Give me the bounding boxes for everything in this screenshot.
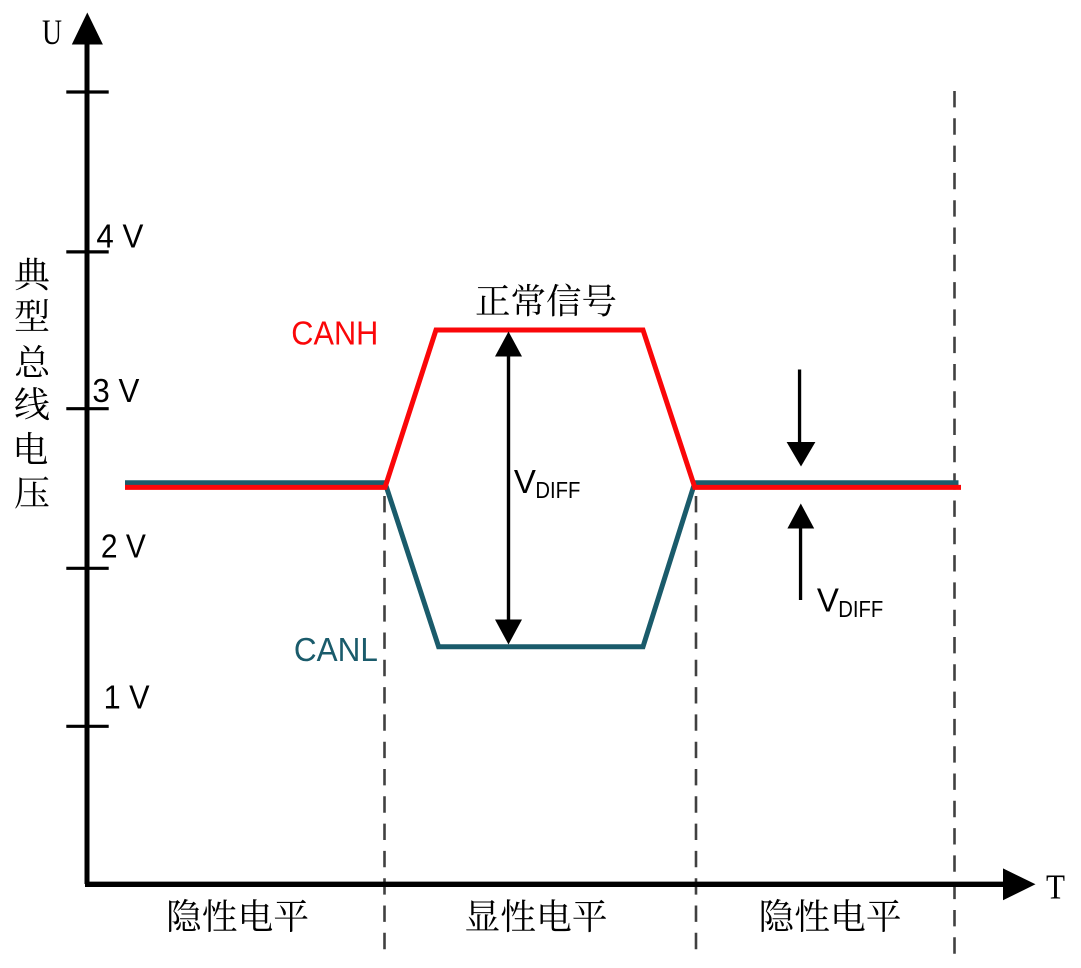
svg-text:1 V: 1 V bbox=[104, 679, 150, 716]
svg-text:2 V: 2 V bbox=[101, 527, 146, 564]
svg-text:DIFF: DIFF bbox=[838, 596, 883, 622]
svg-text:CANH: CANH bbox=[291, 314, 378, 351]
svg-text:3 V: 3 V bbox=[92, 372, 139, 409]
svg-text:U: U bbox=[42, 12, 62, 52]
svg-text:CANL: CANL bbox=[294, 631, 378, 668]
svg-text:T: T bbox=[1046, 867, 1065, 906]
svg-text:DIFF: DIFF bbox=[535, 477, 580, 503]
svg-text:4 V: 4 V bbox=[96, 218, 143, 255]
svg-text:V: V bbox=[514, 463, 536, 500]
svg-text:V: V bbox=[817, 582, 839, 619]
